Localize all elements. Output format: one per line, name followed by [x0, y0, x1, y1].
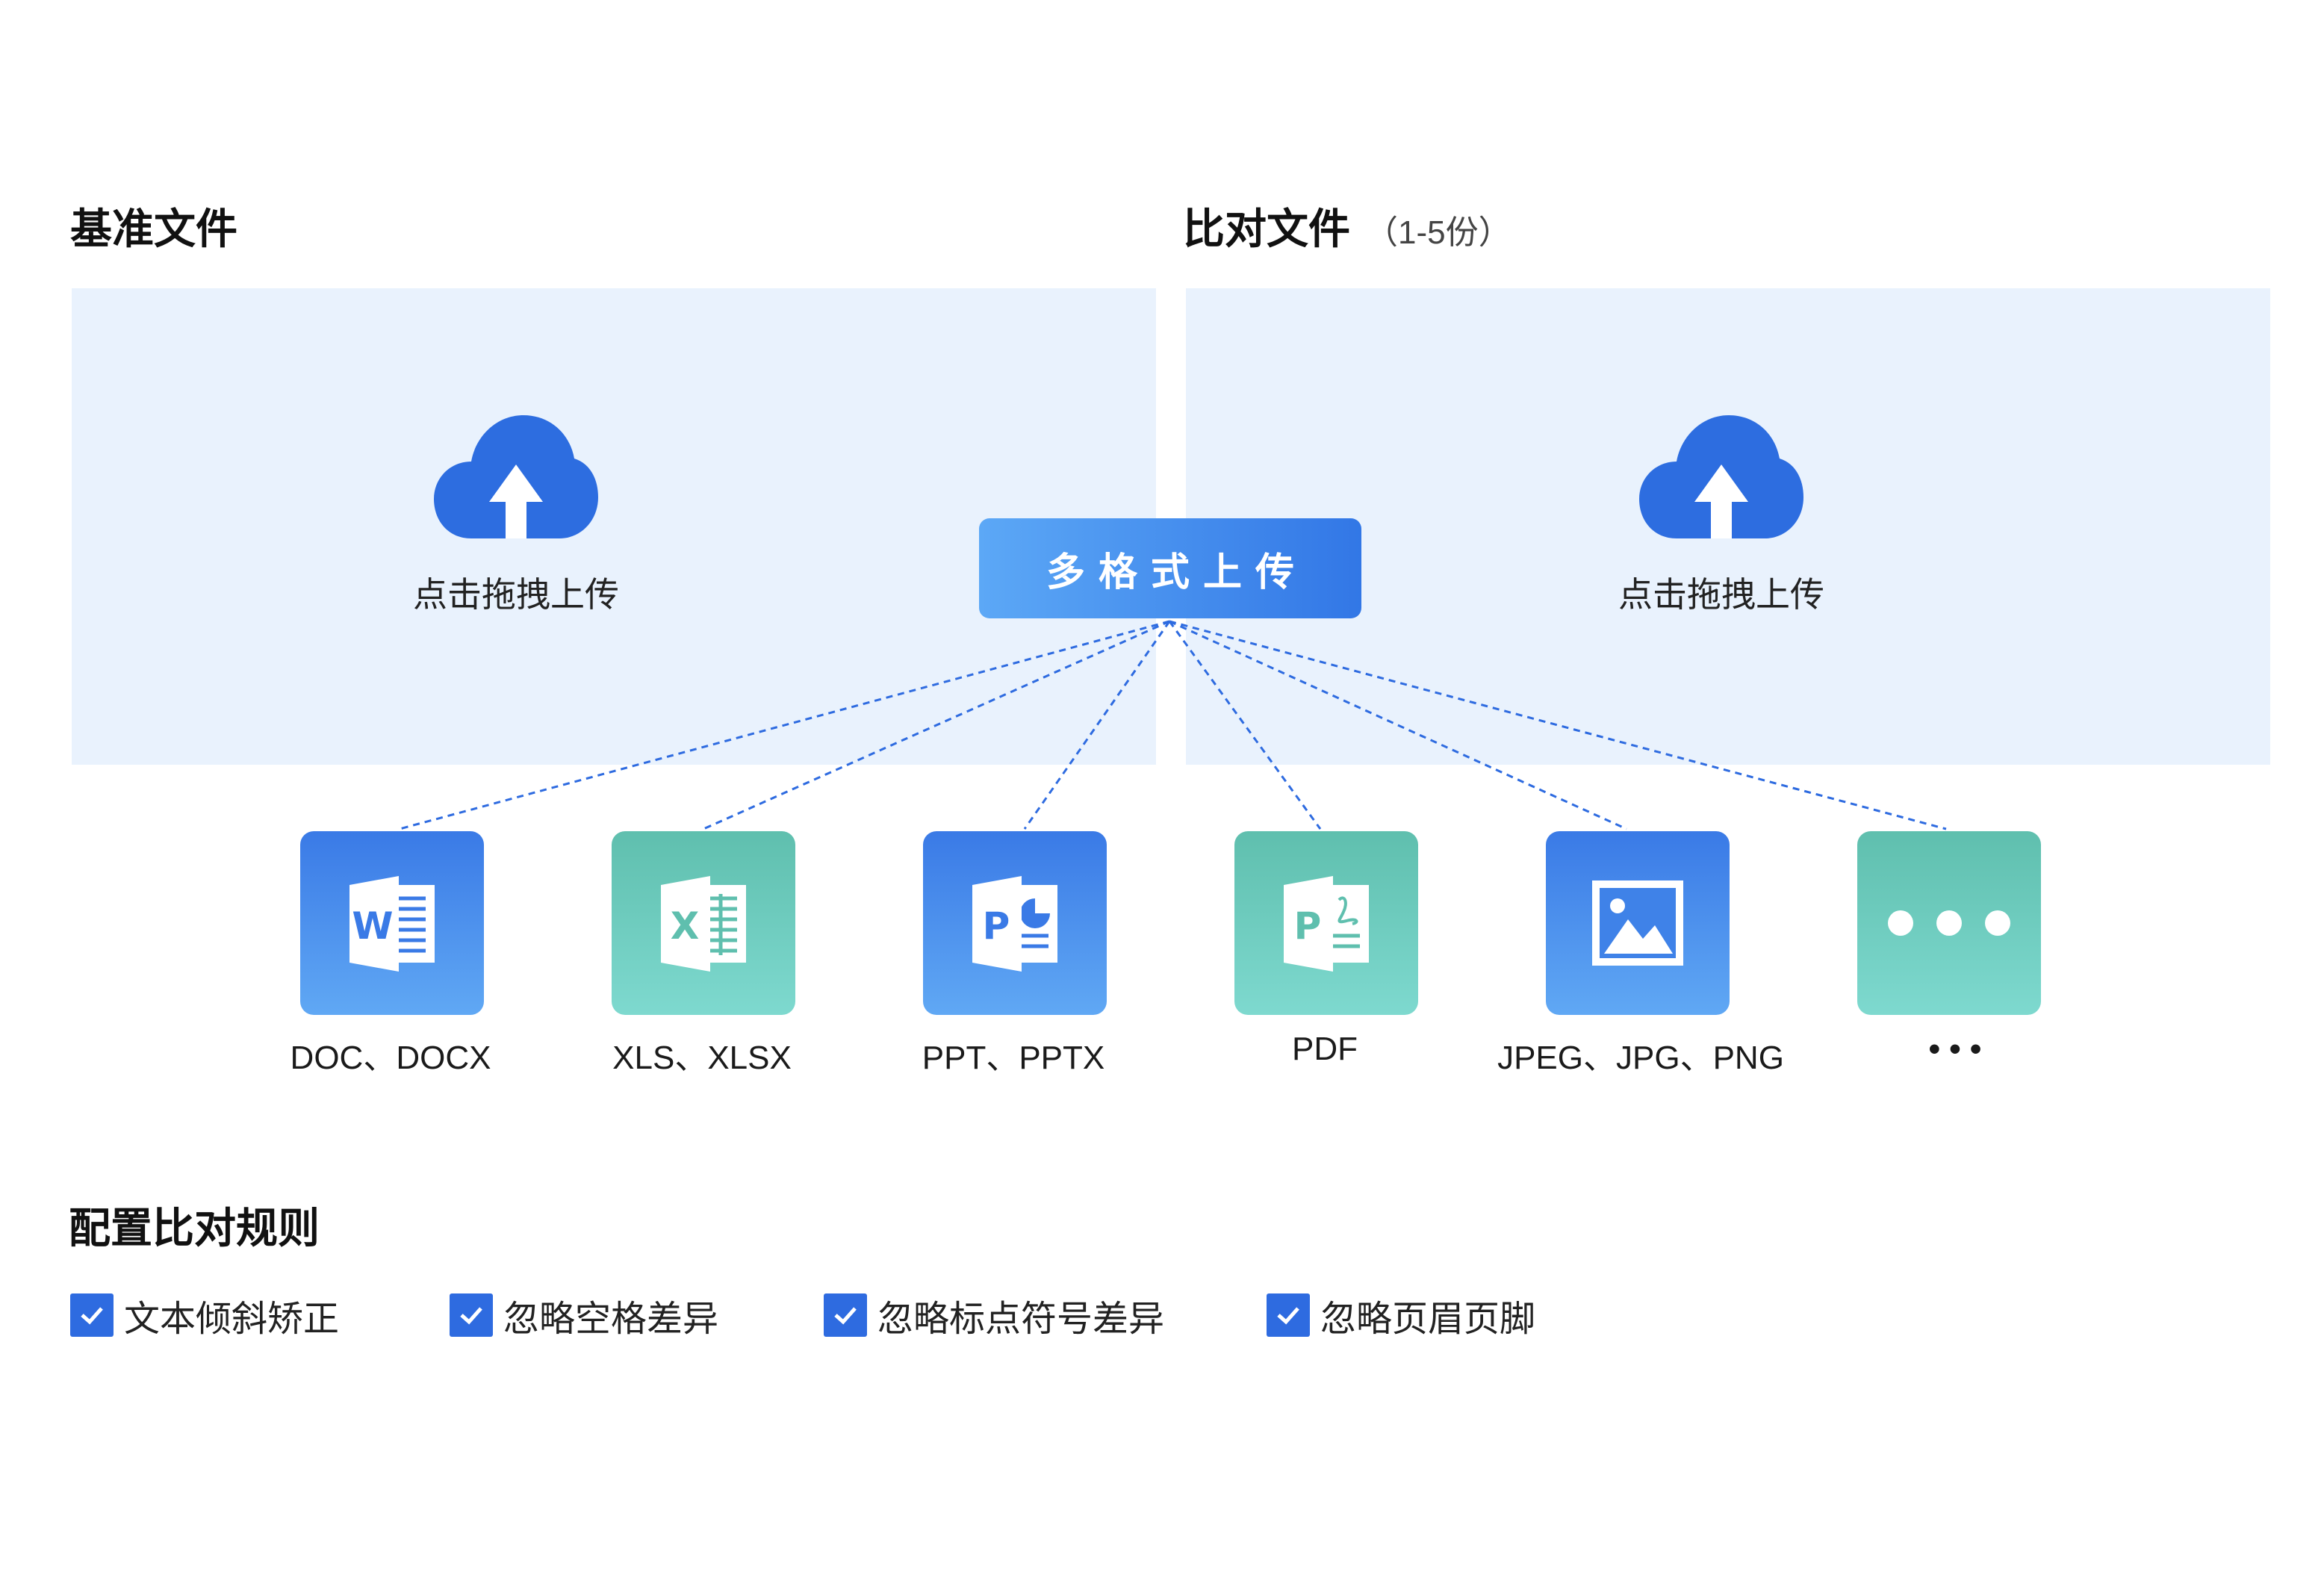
cloud-upload-icon [1639, 415, 1803, 538]
rule-option-label: 忽略空格差异 [503, 1299, 719, 1339]
checkbox-checked[interactable] [1267, 1293, 1310, 1337]
word-icon: W [300, 831, 484, 1015]
rules-title: 配置比对规则 [69, 1205, 320, 1252]
more-icon [1857, 831, 2041, 1015]
rule-option-ignore-header-footer[interactable]: 忽略页眉页脚 [1267, 1289, 1535, 1341]
format-label-doc: DOC、DOCX [290, 1040, 491, 1076]
base-file-title: 基准文件 [70, 205, 237, 252]
checkmark-icon [81, 1307, 103, 1325]
format-label-more: • • • [1928, 1031, 1982, 1067]
format-label-ppt: PPT、PPTX [922, 1040, 1105, 1076]
multi-format-upload-button[interactable]: 多格式上传 [979, 518, 1361, 618]
checkbox-checked[interactable] [70, 1293, 114, 1337]
rule-option-label: 文本倾斜矫正 [124, 1299, 340, 1339]
image-icon [1546, 831, 1730, 1015]
checkbox-checked[interactable] [450, 1293, 493, 1337]
cloud-upload-icon [434, 415, 598, 538]
rule-option-label: 忽略标点符号差异 [877, 1299, 1165, 1339]
svg-text:P: P [983, 904, 1010, 948]
format-label-pdf: PDF [1292, 1031, 1358, 1067]
svg-text:X: X [671, 904, 700, 948]
format-label-xls: XLS、XLSX [612, 1040, 792, 1076]
compare-count-hint: （1-5份） [1365, 214, 1511, 251]
base-drop-label: 点击拖拽上传 [413, 575, 619, 614]
rule-option-label: 忽略页眉页脚 [1320, 1299, 1536, 1339]
format-label-image: JPEG、JPG、PNG [1497, 1040, 1784, 1076]
excel-icon: X [612, 831, 795, 1015]
checkmark-icon [460, 1307, 482, 1325]
rule-option-ignore-punctuation[interactable]: 忽略标点符号差异 [824, 1289, 1164, 1341]
compare-drop-label: 点击拖拽上传 [1618, 575, 1824, 614]
rule-option-ignore-spaces[interactable]: 忽略空格差异 [450, 1289, 718, 1341]
checkmark-icon [1277, 1307, 1299, 1325]
svg-text:P: P [1294, 904, 1322, 948]
compare-file-title: 比对文件（1-5份） [1183, 205, 1511, 252]
pdf-icon: P [1234, 831, 1418, 1015]
rule-option-text-deskew[interactable]: 文本倾斜矫正 [70, 1289, 339, 1341]
checkmark-icon [834, 1307, 857, 1325]
checkbox-checked[interactable] [824, 1293, 867, 1337]
svg-text:W: W [352, 904, 393, 948]
powerpoint-icon: P [923, 831, 1107, 1015]
